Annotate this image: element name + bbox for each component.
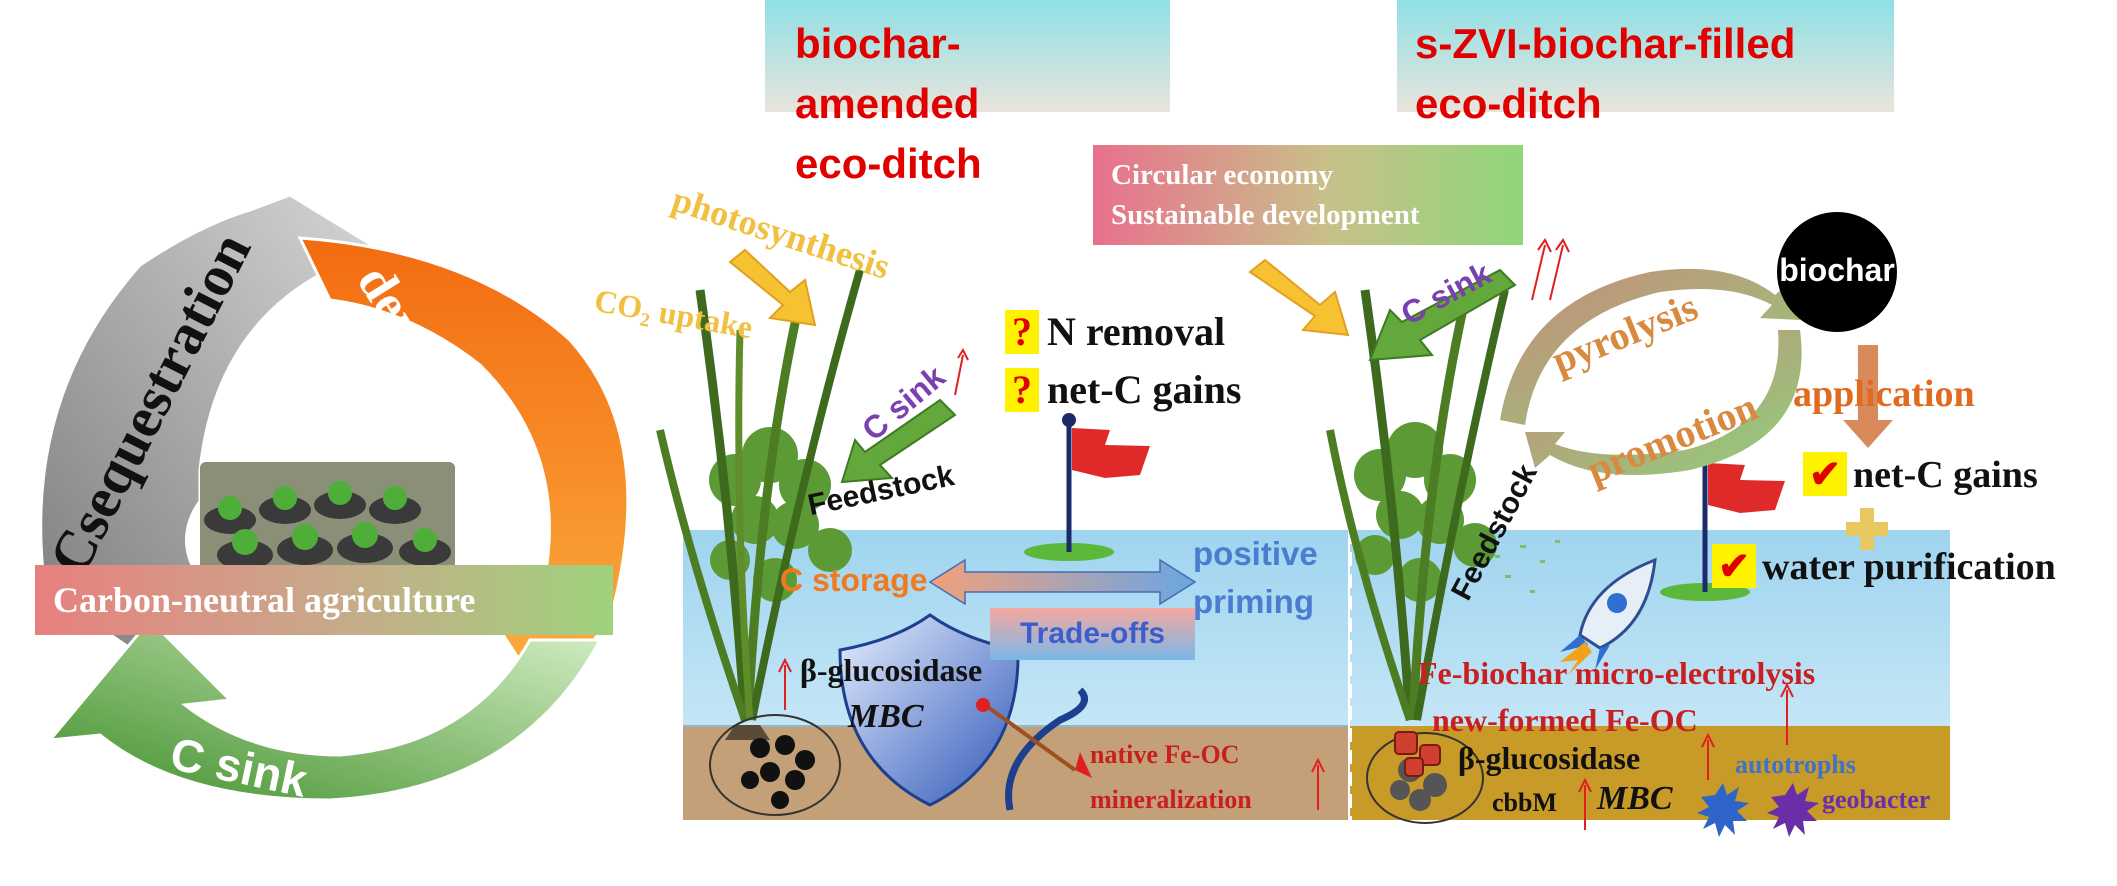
bow-arrow-icon [976, 687, 1092, 811]
rocket-icon [1560, 557, 1657, 675]
photosynthesis-arrow [728, 248, 817, 327]
net-c-gains-left-label: net-C gains [1047, 367, 1242, 412]
autotrophs-label: autotrophs [1735, 750, 1856, 779]
fe-biochar-label: Fe-biochar micro-electrolysis [1418, 655, 1816, 691]
header-right-line2: eco-ditch [1415, 80, 1602, 127]
geobacter-label: geobacter [1822, 785, 1931, 814]
economy-line2: Sustainable development [1111, 199, 1420, 231]
application-label: application [1793, 373, 1975, 415]
right-flag [1660, 448, 1785, 601]
promotion-arc [1525, 330, 1802, 475]
header-right-line1: s-ZVI-biochar-filled [1415, 20, 1796, 67]
right-yellow-arrow [1248, 258, 1350, 337]
left-flag [1024, 413, 1150, 561]
question-icon: ? [1005, 368, 1039, 412]
n-removal-row: ?N removal [1005, 308, 1225, 355]
left-c-sink-arrow [840, 398, 957, 484]
water-purification-row: ✔water purification [1712, 544, 2056, 589]
mineralization-label: mineralization [1090, 785, 1252, 814]
microbe-icons [1697, 783, 1819, 837]
sequestration-arrow [39, 193, 384, 658]
shield-icon [838, 613, 1020, 807]
check-icon: ✔ [1712, 544, 1756, 588]
plus-icon [1846, 508, 1888, 550]
carbon-neutral-banner: Carbon-neutral agriculture [35, 565, 613, 635]
right-biochar-pellets [1366, 731, 1484, 824]
left-plant [656, 268, 864, 740]
positive-label: positive [1193, 535, 1318, 572]
left-glucosidase-label: β-glucosidase [800, 652, 983, 688]
c-storage-label: C storage [780, 562, 928, 598]
right-glucosidase-label: β-glucosidase [1458, 740, 1641, 776]
net-c-row-right: ✔net-C gains [1803, 452, 2038, 497]
c-sink-arrow [46, 617, 603, 802]
trade-off-double-arrow [928, 558, 1197, 606]
speckles [1495, 540, 1560, 593]
economy-line1: Circular economy [1111, 159, 1334, 191]
left-mbc-label: MBC [848, 698, 924, 735]
left-biochar-pellets [709, 714, 841, 816]
question-icon: ? [1005, 310, 1039, 354]
economy-box: Circular economy Sustainable development [1093, 145, 1523, 245]
red-up-arrows [778, 238, 1794, 830]
priming-label: priming [1193, 583, 1314, 620]
header-right: s-ZVI-biochar-filled eco-ditch [1397, 0, 1894, 127]
right-plant [1326, 289, 1509, 722]
n-removal-label: N removal [1047, 309, 1226, 354]
native-fe-oc-label: native Fe-OC [1090, 740, 1240, 769]
new-fe-oc-label: new-formed Fe-OC [1432, 702, 1698, 738]
header-left: biochar-amended eco-ditch [765, 0, 1170, 187]
water-purification-label: water purification [1762, 546, 2056, 588]
header-left-line2: eco-ditch [795, 140, 982, 187]
cbbm-label: cbbM [1492, 788, 1557, 817]
right-mbc-label: MBC [1597, 780, 1673, 817]
right-c-sink-arrow [1368, 268, 1517, 362]
biochar-circle [1777, 212, 1897, 332]
header-left-line1: biochar-amended [795, 20, 980, 127]
check-icon: ✔ [1803, 452, 1847, 496]
pyrolysis-arc [1500, 268, 1800, 425]
application-arrow [1843, 345, 1893, 448]
net-c-gains-right-label: net-C gains [1853, 454, 2038, 496]
net-c-row-left: ?net-C gains [1005, 366, 1241, 413]
biochar-label: biochar [1779, 252, 1895, 288]
trade-offs-label: Trade-offs [990, 608, 1195, 660]
